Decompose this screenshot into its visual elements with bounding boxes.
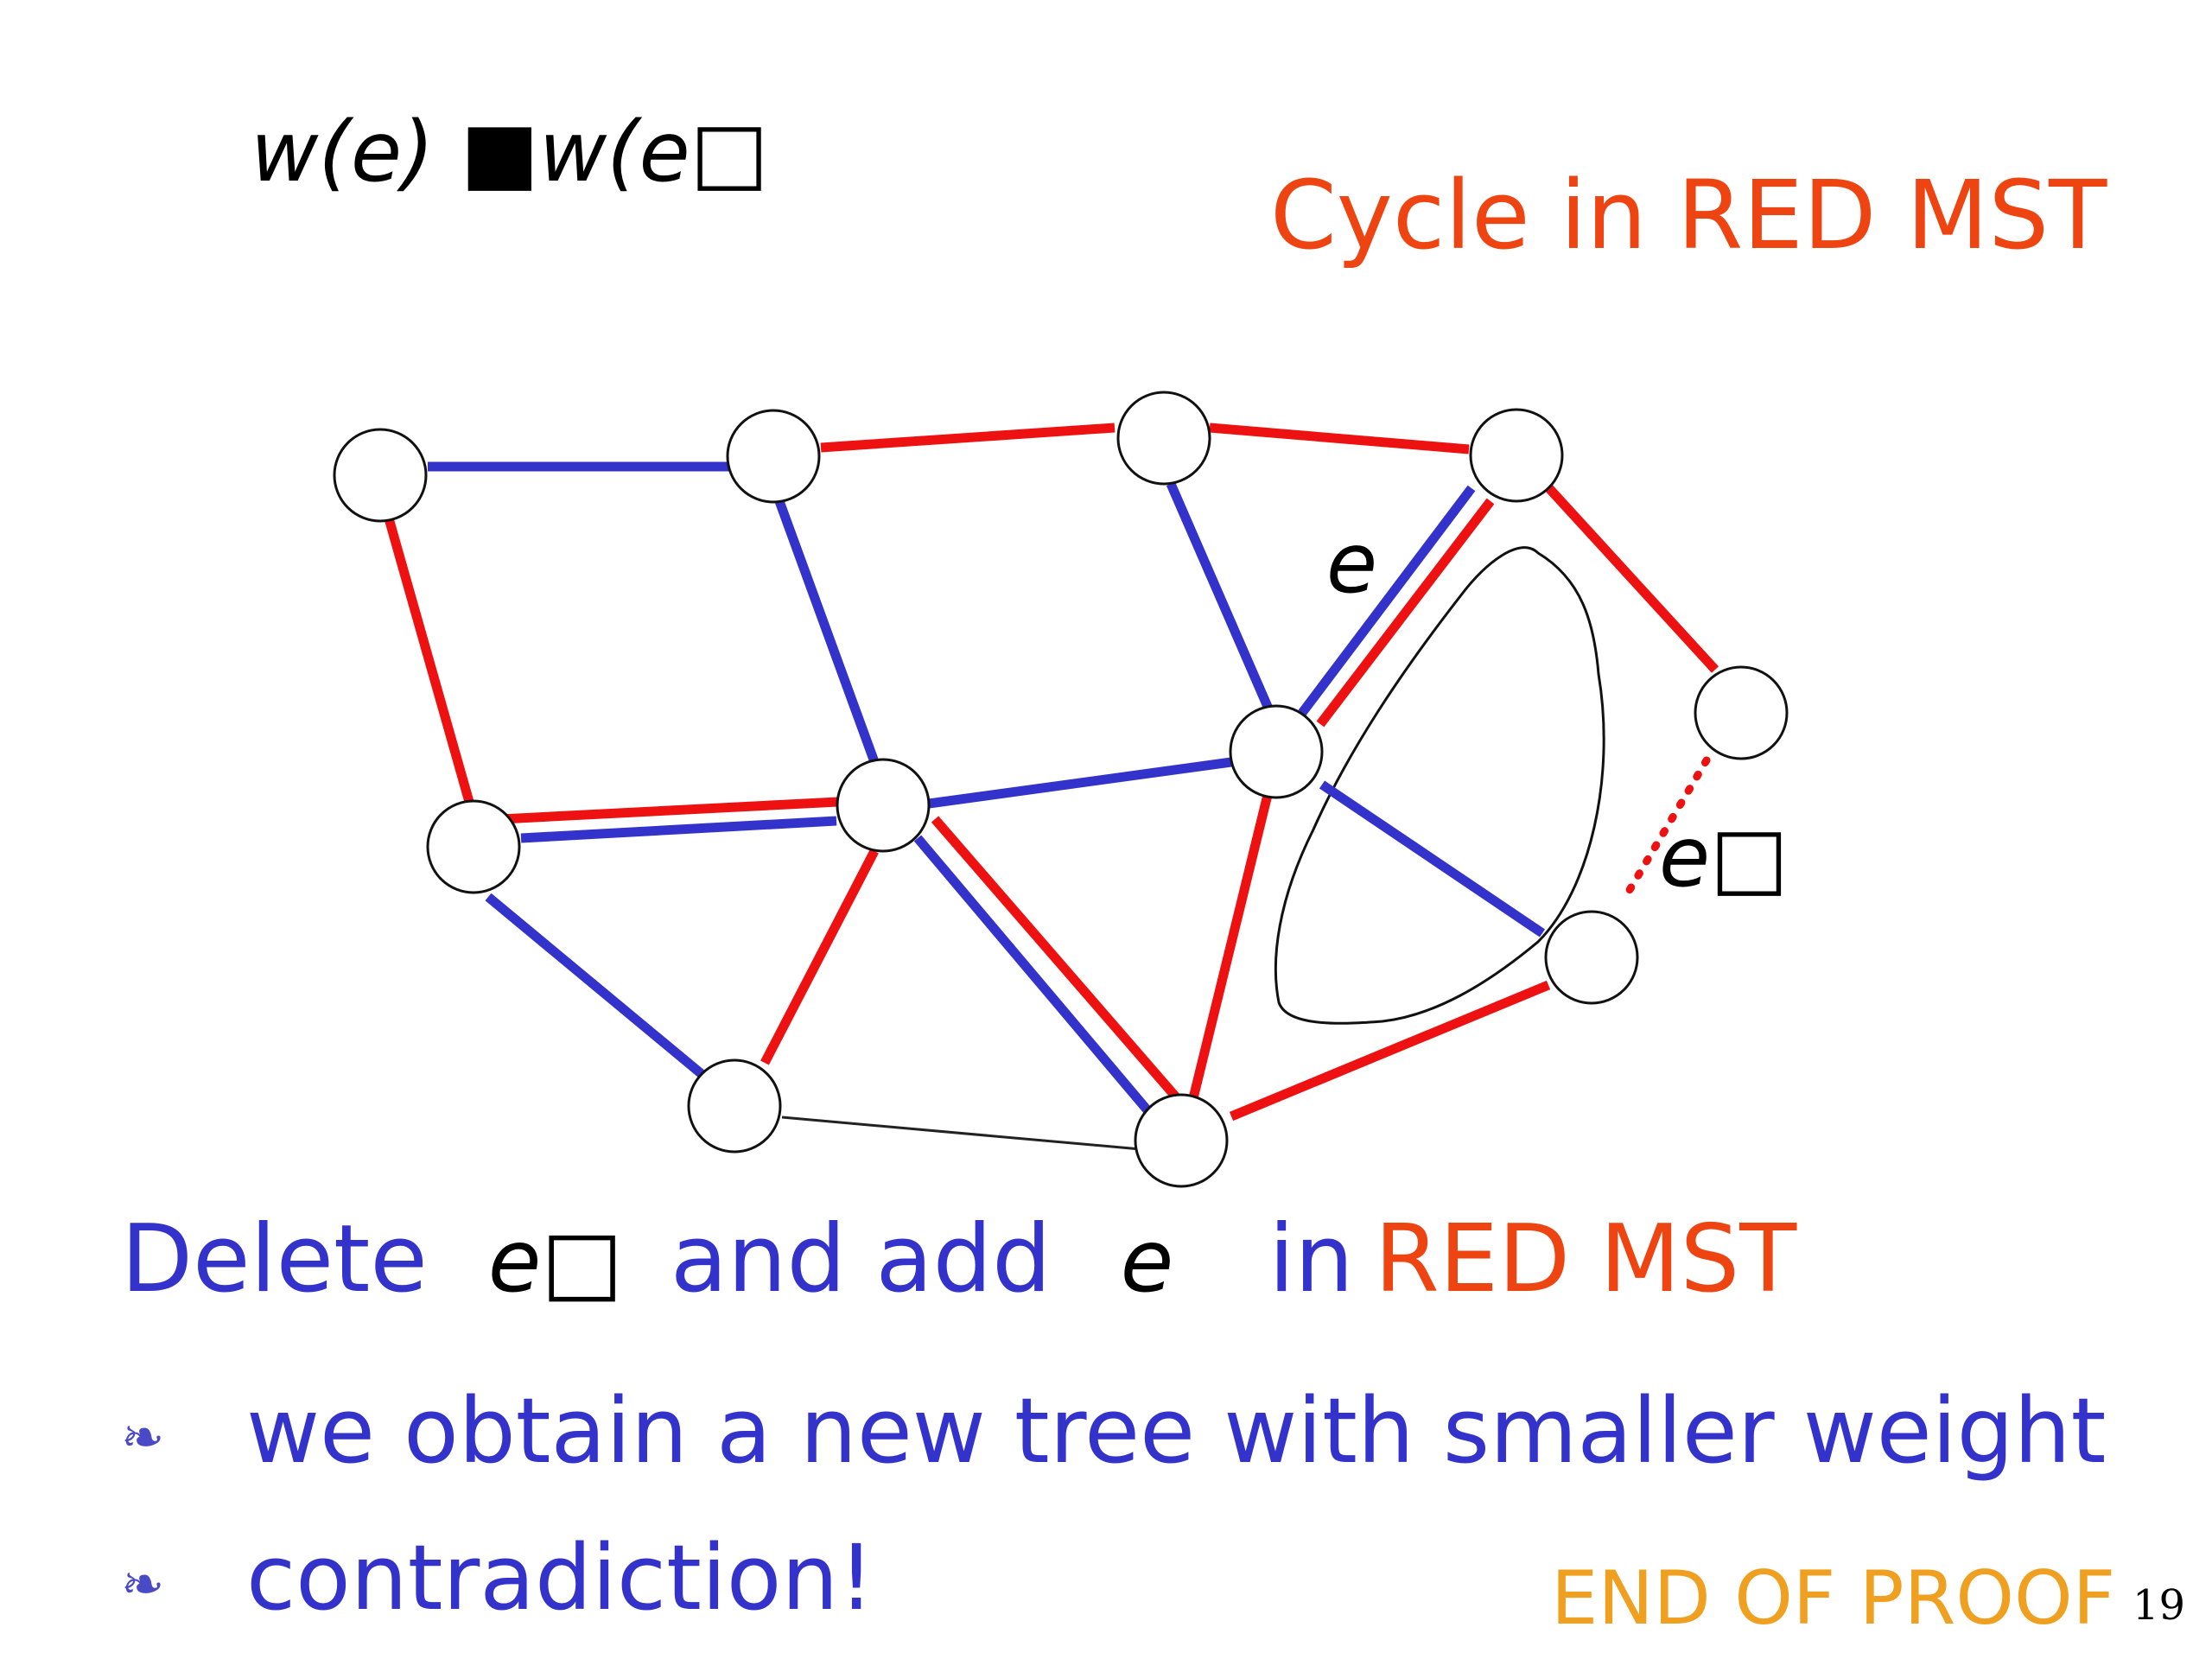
bullet-item: ❧ contradiction!	[121, 1525, 874, 1630]
edge-label-e-prime: e□	[1659, 809, 1789, 906]
weight-inequality-formula: w(e) ■w(e□	[251, 104, 769, 200]
blue-edge	[1319, 780, 1546, 938]
statement-in: in	[1268, 1205, 1354, 1313]
bullet-text: we obtain a new tree with smaller weight	[246, 1378, 2107, 1484]
graph-vertex	[1469, 408, 1564, 503]
graph-vertex	[726, 409, 821, 504]
dotted-edge-e-prime	[1620, 756, 1711, 903]
end-of-proof-label: END OF PROOF	[1551, 1555, 2116, 1642]
statement-red-mst: RED MST	[1374, 1205, 1797, 1313]
graph-vertex	[1116, 391, 1211, 486]
graph-vertex	[333, 428, 428, 523]
red-edge	[1209, 423, 1470, 454]
blue-edge	[1166, 481, 1274, 711]
graph-vertex	[1544, 910, 1639, 1005]
graph-vertices	[333, 391, 1789, 1188]
graph-edge-thin	[781, 1116, 1141, 1151]
red-edge	[1316, 498, 1495, 728]
red-tree-edges	[384, 423, 1719, 1122]
blue-edge	[913, 835, 1152, 1114]
red-edge	[1542, 482, 1719, 673]
blue-edge	[520, 816, 837, 843]
graph-vertex	[836, 758, 931, 853]
bullet-text: contradiction!	[246, 1525, 874, 1630]
page-number: 19	[2133, 1581, 2186, 1630]
cycle-outline	[1274, 546, 1605, 1025]
statement-e: e	[1120, 1211, 1174, 1312]
red-edge	[931, 816, 1188, 1109]
bullet-item: ❧ we obtain a new tree with smaller weigh…	[121, 1378, 2106, 1484]
blue-edge	[928, 757, 1232, 809]
red-edge	[500, 797, 839, 824]
fleuron-bullet-icon: ❧	[121, 1554, 165, 1615]
statement-delete: Delete	[121, 1205, 428, 1313]
graph-vertex	[426, 799, 521, 894]
edge-label-e: e	[1326, 515, 1377, 612]
red-edge	[1187, 793, 1273, 1103]
red-edge	[384, 517, 476, 810]
graph-vertex	[1229, 704, 1324, 799]
red-edge	[820, 423, 1116, 453]
slide-heading: Cycle in RED MST	[1270, 160, 2107, 270]
blue-edge	[1298, 485, 1476, 716]
red-edge	[760, 849, 879, 1065]
blue-edge	[774, 499, 882, 771]
graph-vertex	[1694, 665, 1789, 760]
red-edge	[1229, 980, 1551, 1122]
statement-and-add: and add	[670, 1205, 1052, 1313]
fleuron-bullet-icon: ❧	[121, 1407, 165, 1468]
graph-vertex	[687, 1058, 782, 1154]
blue-tree-edges	[428, 461, 1546, 1114]
graph-vertex	[1134, 1093, 1229, 1188]
blue-edge	[485, 893, 710, 1083]
statement-e-prime: e□	[487, 1211, 623, 1312]
